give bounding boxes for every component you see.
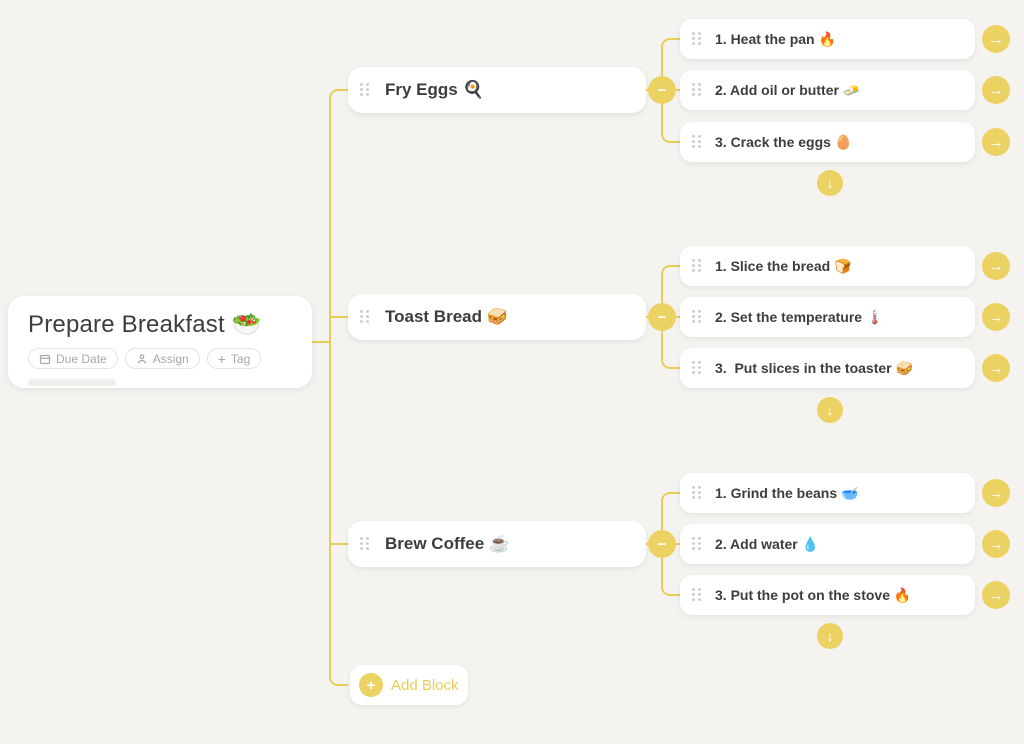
branch-node-toast-bread[interactable]: Toast Bread 🥪 (348, 294, 646, 340)
drag-handle-icon[interactable] (692, 310, 701, 324)
root-title: Prepare Breakfast 🥗 (28, 311, 262, 338)
arrow-right-icon: → (988, 535, 1004, 553)
calendar-icon (39, 353, 51, 365)
task-card[interactable]: 2. Add oil or butter 🧈 (680, 70, 975, 110)
arrow-down-icon: ↓ (826, 402, 834, 418)
add-block-label: Add Block (391, 676, 459, 694)
arrow-right-icon: → (988, 308, 1004, 326)
task-card[interactable]: 1. Slice the bread 🍞 (680, 246, 975, 286)
branch-connector (330, 316, 348, 318)
root-connector (312, 341, 330, 343)
child-connector (661, 90, 680, 143)
task-card[interactable]: 3. Put the pot on the stove 🔥 (680, 575, 975, 615)
arrow-right-icon: → (988, 30, 1004, 48)
open-task-button[interactable]: → (982, 76, 1010, 104)
add-task-below-button[interactable]: ↓ (817, 623, 843, 649)
open-task-button[interactable]: → (982, 354, 1010, 382)
drag-handle-icon[interactable] (692, 588, 701, 602)
root-actions: Due Date Assign + Tag (28, 348, 292, 369)
arrow-right-icon: → (988, 359, 1004, 377)
assign-label: Assign (152, 351, 189, 366)
drag-handle-icon[interactable] (692, 486, 701, 500)
drag-handle-icon[interactable] (692, 32, 701, 46)
child-connector (661, 265, 680, 317)
task-label: 2. Add water 💧 (715, 535, 820, 552)
add-task-below-button[interactable]: ↓ (817, 397, 843, 423)
drag-handle-icon[interactable] (692, 83, 701, 97)
child-connector (661, 317, 680, 369)
collapse-button[interactable]: − (648, 76, 676, 104)
task-card[interactable]: 2. Set the temperature 🌡️ (680, 297, 975, 337)
arrow-right-icon: → (988, 81, 1004, 99)
branch-title: Brew Coffee ☕ (385, 534, 511, 553)
arrow-right-icon: → (988, 586, 1004, 604)
drag-handle-icon[interactable] (360, 83, 369, 97)
task-card[interactable]: 1. Grind the beans 🥣 (680, 473, 975, 513)
open-task-button[interactable]: → (982, 479, 1010, 507)
tag-label: Tag (230, 351, 251, 366)
arrow-down-icon: ↓ (826, 175, 834, 191)
task-card[interactable]: 3. Crack the eggs 🥚 (680, 122, 975, 162)
minus-icon: − (657, 535, 667, 553)
open-task-button[interactable]: → (982, 581, 1010, 609)
child-connector (661, 544, 680, 596)
open-task-button[interactable]: → (982, 303, 1010, 331)
trunk-connector (329, 89, 348, 686)
task-label: 3. Put the pot on the stove 🔥 (715, 586, 912, 603)
plus-icon: + (359, 673, 383, 697)
arrow-right-icon: → (988, 484, 1004, 502)
child-connector (661, 38, 680, 90)
open-task-button[interactable]: → (982, 128, 1010, 156)
drag-handle-icon[interactable] (692, 361, 701, 375)
root-node[interactable]: Prepare Breakfast 🥗 Due Date Assign + Ta… (8, 296, 312, 388)
collapse-button[interactable]: − (648, 530, 676, 558)
open-task-button[interactable]: → (982, 252, 1010, 280)
drag-handle-icon[interactable] (692, 259, 701, 273)
branch-connector (330, 543, 348, 545)
due-date-button[interactable]: Due Date (28, 348, 118, 369)
open-task-button[interactable]: → (982, 530, 1010, 558)
branch-title: Toast Bread 🥪 (385, 307, 508, 326)
drag-handle-icon[interactable] (692, 537, 701, 551)
child-connector (661, 492, 680, 544)
task-label: 1. Slice the bread 🍞 (715, 257, 852, 274)
task-label: 1. Grind the beans 🥣 (715, 484, 859, 501)
task-label: 2. Set the temperature 🌡️ (715, 308, 884, 325)
arrow-right-icon: → (988, 257, 1004, 275)
progress-placeholder (28, 379, 116, 386)
branch-node-fry-eggs[interactable]: Fry Eggs 🍳 (348, 67, 646, 113)
plus-icon: + (217, 350, 226, 367)
collapse-button[interactable]: − (648, 303, 676, 331)
add-block-button[interactable]: + Add Block (350, 665, 468, 705)
open-task-button[interactable]: → (982, 25, 1010, 53)
assign-button[interactable]: Assign (124, 348, 200, 369)
task-card[interactable]: 3. Put slices in the toaster 🥪 (680, 348, 975, 388)
task-card[interactable]: 2. Add water 💧 (680, 524, 975, 564)
branch-node-brew-coffee[interactable]: Brew Coffee ☕ (348, 521, 646, 567)
drag-handle-icon[interactable] (692, 135, 701, 149)
arrow-right-icon: → (988, 133, 1004, 151)
task-label: 3. Crack the eggs 🥚 (715, 133, 853, 150)
person-icon (136, 353, 148, 365)
task-label: 3. Put slices in the toaster 🥪 (715, 359, 913, 376)
minus-icon: − (657, 308, 667, 326)
drag-handle-icon[interactable] (360, 310, 369, 324)
add-task-below-button[interactable]: ↓ (817, 170, 843, 196)
task-label: 2. Add oil or butter 🧈 (715, 81, 861, 98)
minus-icon: − (657, 81, 667, 99)
task-card[interactable]: 1. Heat the pan 🔥 (680, 19, 975, 59)
task-label: 1. Heat the pan 🔥 (715, 30, 836, 47)
drag-handle-icon[interactable] (360, 537, 369, 551)
arrow-down-icon: ↓ (826, 628, 834, 644)
branch-title: Fry Eggs 🍳 (385, 80, 484, 99)
due-date-label: Due Date (56, 351, 107, 366)
add-tag-button[interactable]: + Tag (206, 348, 262, 369)
